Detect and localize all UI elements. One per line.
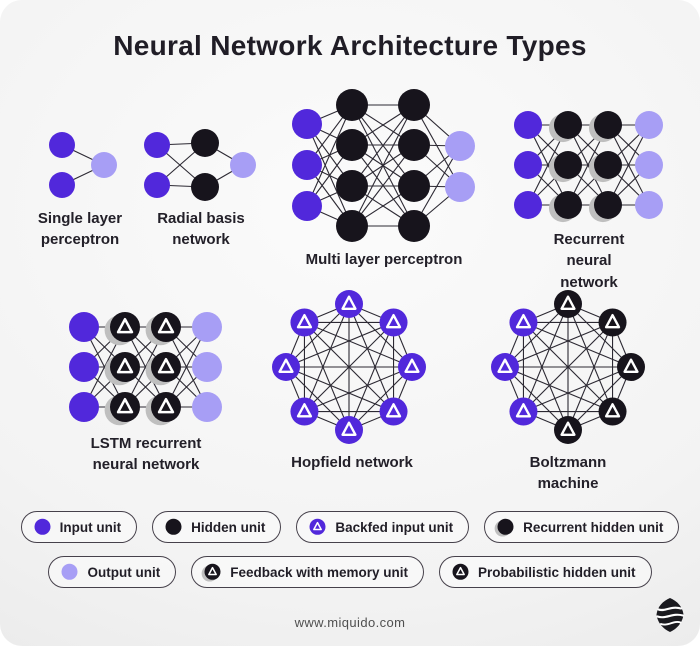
network-label-recurrent-neural-network: Recurrent neural network [553,231,625,291]
input-unit-icon [31,517,52,537]
legend-pill-output-unit: Output unit [48,556,177,588]
probabilistic-hidden-unit-icon [449,562,470,582]
legend-pill-input-unit: Input unit [20,511,138,543]
boltzmann-diagram [491,290,645,444]
legend-pill-feedback-with-memory-unit: Feedback with memory unit [191,556,424,588]
lstm-diagram [69,312,222,426]
page-title: Neural Network Architecture Types [113,30,587,61]
legend-row-2: Output unit Feedback with memory unit Pr… [48,556,652,588]
legend-pill-recurrent-hidden-unit: Recurrent hidden unit [484,511,680,543]
miquido-logo [656,598,685,632]
legend-label: Input unit [59,519,122,535]
network-label-single-layer-perceptron: Single layer perceptron [37,210,123,249]
legend-label: Hidden unit [191,519,266,535]
network-label-lstm-recurrent-neural-network: LSTM recurrent neural network [90,435,202,474]
output-unit-icon [58,562,79,582]
legend-pill-probabilistic-hidden-unit: Probabilistic hidden unit [439,556,652,588]
hidden-unit-icon [162,517,183,537]
rbf-diagram [144,129,256,201]
rnn-diagram [514,111,663,223]
legend-label: Recurrent hidden unit [523,519,664,535]
legend-row-1: Input unit Hidden unit Backfed input uni… [20,511,680,543]
backfed-input-unit-icon [306,517,327,537]
network-label-boltzmann-machine: Boltzmann machine [529,454,607,493]
network-label-radial-basis-network: Radial basis network [157,210,245,249]
footer-url: www.miquido.com [294,615,406,630]
recurrent-hidden-unit-icon [494,517,515,537]
network-label-multi-layer-perceptron: Multi layer perceptron [305,251,463,268]
hopfield-diagram [272,290,426,444]
slp-diagram [49,132,117,198]
legend-pill-backfed-input-unit: Backfed input unit [296,511,470,543]
mlp-diagram [292,89,475,242]
legend-pill-hidden-unit: Hidden unit [152,511,282,543]
legend-label: Output unit [87,564,161,580]
network-label-hopfield-network: Hopfield network [291,454,413,471]
legend: Input unit Hidden unit Backfed input uni… [0,511,700,588]
legend-label: Probabilistic hidden unit [478,564,636,580]
legend-label: Feedback with memory unit [230,564,408,580]
feedback-with-memory-unit-icon [201,562,222,582]
legend-label: Backfed input unit [335,519,454,535]
